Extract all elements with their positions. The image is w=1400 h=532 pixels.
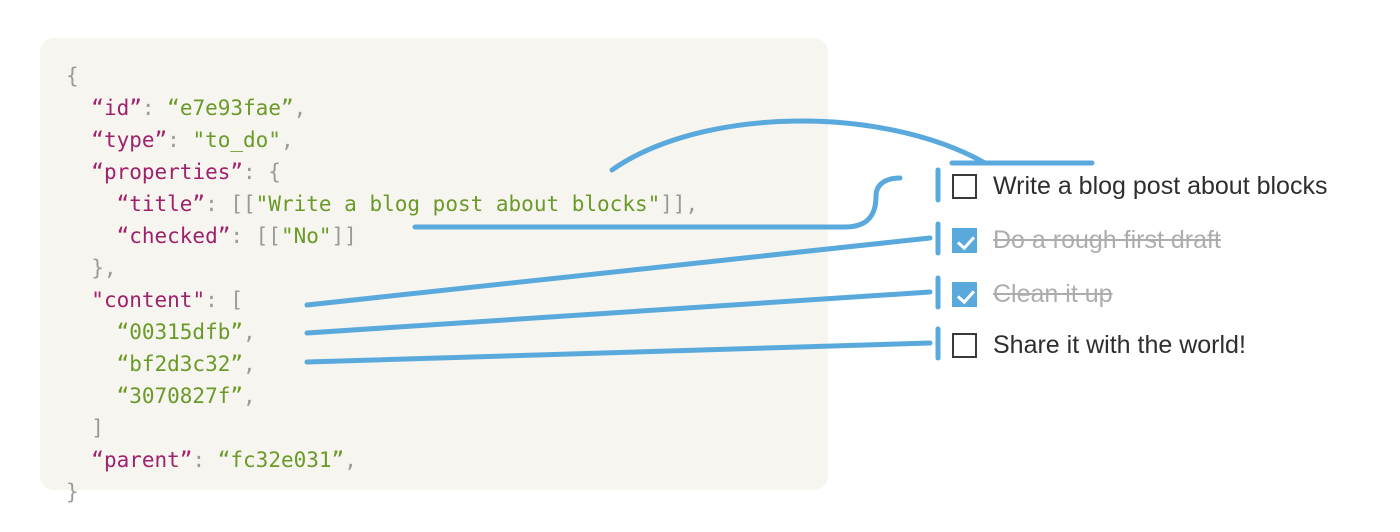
- code-token: [66, 352, 117, 376]
- todo-row: Clean it up: [952, 274, 1113, 314]
- checkbox-unchecked-icon[interactable]: [952, 173, 977, 199]
- code-token: “checked”: [116, 224, 231, 248]
- code-token: ]: [66, 416, 104, 440]
- code-token: “id”: [91, 96, 142, 120]
- checkbox-checked-icon[interactable]: [952, 281, 977, 307]
- code-token: [66, 128, 91, 152]
- code-token: "No": [280, 224, 332, 248]
- code-token: [66, 96, 91, 120]
- code-token: {: [66, 64, 79, 88]
- todo-item-label: Share it with the world!: [993, 330, 1246, 359]
- json-code-listing: { “id”: “e7e93fae”, “type”: "to_do", “pr…: [66, 60, 698, 508]
- checkbox-checked-icon[interactable]: [952, 227, 977, 253]
- code-token: }: [66, 480, 79, 504]
- code-token: },: [66, 256, 117, 280]
- code-token: ,: [243, 384, 256, 408]
- code-token: [66, 320, 117, 344]
- code-token: : [[: [230, 224, 281, 248]
- code-token: “properties”: [91, 160, 244, 184]
- todo-item-label: Do a rough first draft: [993, 225, 1221, 254]
- todo-item-label: Clean it up: [993, 279, 1113, 308]
- code-token: : [[: [205, 192, 256, 216]
- code-token: ]]: [331, 224, 357, 248]
- code-token: ,: [243, 320, 256, 344]
- code-token: ,: [280, 128, 294, 152]
- code-token: ,: [293, 96, 307, 120]
- json-code-panel: { “id”: “e7e93fae”, “type”: "to_do", “pr…: [40, 38, 828, 504]
- code-token: [66, 288, 91, 312]
- code-token: “fc32e031”: [217, 448, 345, 472]
- code-token: [66, 224, 117, 248]
- code-token: “title”: [116, 192, 206, 216]
- code-token: ]],: [660, 192, 699, 216]
- todo-row: Write a blog post about blocks: [952, 166, 1327, 206]
- code-token: :: [192, 448, 218, 472]
- checkbox-unchecked-icon[interactable]: [952, 332, 977, 358]
- code-token: ,: [344, 448, 357, 472]
- code-token: "content": [91, 288, 206, 312]
- code-token: : [: [205, 288, 244, 312]
- code-token: “e7e93fae”: [167, 96, 294, 120]
- code-token: : {: [243, 160, 281, 184]
- code-token: “00315dfb”: [116, 320, 244, 344]
- code-token: "to_do": [192, 128, 281, 152]
- todo-row: Do a rough first draft: [952, 220, 1221, 260]
- code-token: “3070827f”: [116, 384, 244, 408]
- code-token: :: [141, 96, 168, 120]
- code-token: [66, 448, 91, 472]
- code-token: [66, 192, 117, 216]
- code-token: :: [167, 128, 193, 152]
- code-token: [66, 384, 117, 408]
- code-token: “type”: [91, 128, 168, 152]
- code-token: ,: [243, 352, 256, 376]
- code-token: “parent”: [91, 448, 193, 472]
- code-token: “bf2d3c32”: [116, 352, 244, 376]
- todo-row: Share it with the world!: [952, 325, 1246, 365]
- code-token: [66, 160, 91, 184]
- code-token: "Write a blog post about blocks": [255, 192, 661, 216]
- todo-item-label: Write a blog post about blocks: [993, 171, 1328, 200]
